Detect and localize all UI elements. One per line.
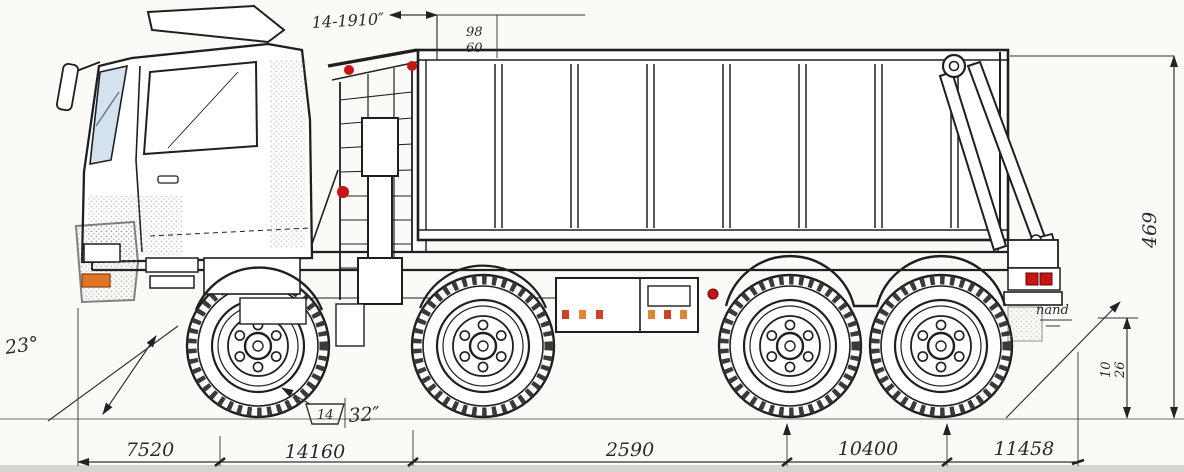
front-fender bbox=[194, 266, 324, 311]
windshield bbox=[89, 64, 128, 165]
dimension-annotations: 14-1910″ 98 60 23° nand 469 10 bbox=[3, 9, 1178, 468]
rear-height-dimension: 10 26 bbox=[1098, 317, 1138, 419]
detail-callout-value-label: 32″ bbox=[348, 403, 381, 427]
door-handle bbox=[157, 175, 179, 184]
hoist-cylinder-lower bbox=[367, 175, 393, 261]
wheel-axle-3 bbox=[719, 275, 861, 417]
top-length-dimension: 14-1910″ 98 60 bbox=[311, 9, 585, 60]
body-subframe bbox=[425, 239, 999, 253]
rear-frame bbox=[1007, 239, 1059, 269]
cab-rear-panel-texture bbox=[270, 60, 306, 248]
bottom-dim-3: 2590 bbox=[605, 439, 654, 461]
dimension-ticks bbox=[214, 456, 1085, 468]
side-mirror bbox=[56, 63, 79, 112]
departure-angle-dimension: nand bbox=[1005, 301, 1121, 419]
rear-height-label-left: 10 bbox=[1099, 361, 1114, 378]
cab-step-lower bbox=[149, 275, 195, 289]
turn-indicator-light bbox=[81, 273, 111, 288]
ground-shadow-band bbox=[0, 465, 1184, 472]
bottom-dim-2: 14160 bbox=[285, 441, 345, 463]
rear-overhang-label: nand bbox=[1036, 303, 1069, 318]
bottom-dim-4: 10400 bbox=[838, 438, 898, 460]
mud-flap-rear bbox=[1007, 306, 1043, 342]
wiper bbox=[95, 91, 120, 127]
side-marker-light bbox=[707, 288, 719, 300]
tipper-body bbox=[416, 48, 1010, 253]
second-axle-fender bbox=[418, 264, 548, 309]
fuel-tank bbox=[239, 297, 307, 325]
hoist-cylinder-upper bbox=[361, 117, 399, 177]
hoist-base bbox=[357, 257, 403, 305]
roof-deflector bbox=[146, 4, 286, 44]
bottom-dimension-chain: 7520 14160 2590 10400 11458 bbox=[77, 308, 1085, 468]
bottom-dim-5: 11458 bbox=[994, 438, 1054, 460]
marker-light-red-1 bbox=[344, 65, 354, 75]
wheel-axle-1 bbox=[187, 275, 329, 417]
cab-rear-dim-bottom-label: 60 bbox=[466, 41, 483, 56]
chassis-toolbox bbox=[555, 277, 719, 333]
strut-pivot bbox=[941, 53, 967, 79]
approach-angle-dimension: 23° bbox=[3, 325, 179, 422]
detail-callout: 14 32″ bbox=[281, 387, 381, 428]
hoist-tower bbox=[311, 48, 418, 347]
cab-step-upper bbox=[145, 257, 199, 273]
mud-flap-front bbox=[335, 303, 365, 347]
cab-rear-dim-top-label: 98 bbox=[466, 25, 483, 40]
rear-bumper bbox=[1003, 291, 1063, 306]
bottom-dim-1: 7520 bbox=[126, 439, 174, 461]
rear-assembly bbox=[938, 53, 1063, 342]
toolbox-marker-lights bbox=[562, 310, 687, 319]
overall-height-label: 469 bbox=[1139, 212, 1161, 249]
approach-angle-label: 23° bbox=[3, 332, 40, 359]
marker-light-red-3 bbox=[337, 186, 349, 198]
tail-light-1 bbox=[1025, 272, 1039, 286]
wheel-axle-2 bbox=[412, 275, 554, 417]
side-window bbox=[142, 60, 259, 156]
marker-light-red-2 bbox=[407, 61, 417, 71]
rear-height-label-right: 26 bbox=[1113, 361, 1128, 379]
truck-cab bbox=[56, 4, 324, 325]
overall-height-dimension: 469 bbox=[1010, 55, 1178, 419]
tail-light-2 bbox=[1039, 272, 1053, 286]
wheel-axle-4 bbox=[870, 275, 1012, 417]
top-length-dim-label: 14-1910″ bbox=[311, 9, 384, 32]
rear-fender bbox=[724, 254, 1007, 308]
storage-box bbox=[203, 257, 301, 295]
detail-callout-tag-label: 14 bbox=[317, 408, 334, 423]
headlight bbox=[83, 243, 121, 263]
